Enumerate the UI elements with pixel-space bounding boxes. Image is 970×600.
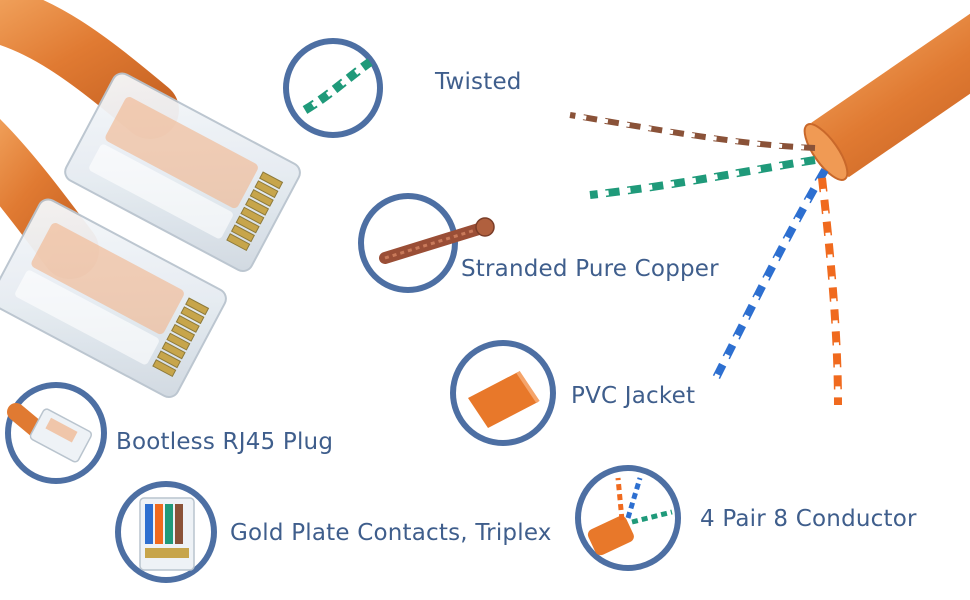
gold-contacts-icon xyxy=(139,497,195,571)
label-bootless-plug: Bootless RJ45 Plug xyxy=(116,429,334,455)
upper-rj45-plug xyxy=(64,72,301,273)
brown-pair xyxy=(569,112,816,151)
callout-rj45 xyxy=(5,382,107,484)
label-four-pair: 4 Pair 8 Conductor xyxy=(700,506,917,532)
pvc-jacket-icon xyxy=(468,370,540,428)
blue-pair xyxy=(711,167,829,382)
copper-strands-icon xyxy=(379,217,495,264)
cable-jacket xyxy=(811,13,970,178)
callout-four-pair xyxy=(575,465,681,571)
lower-rj45-plug xyxy=(0,198,227,399)
four-pair-cable-icon xyxy=(587,477,673,556)
patch-cables xyxy=(0,0,301,399)
callout-twisted xyxy=(283,38,383,138)
green-pair xyxy=(589,156,816,199)
label-stranded-copper: Stranded Pure Copper xyxy=(461,256,719,282)
callout-contacts xyxy=(115,481,217,583)
stripped-cable xyxy=(569,13,970,406)
callout-copper xyxy=(358,193,495,293)
label-pvc-jacket: PVC Jacket xyxy=(571,383,696,409)
label-twisted: Twisted xyxy=(435,69,522,95)
callout-pvc xyxy=(450,340,556,446)
rj45-plug-icon xyxy=(7,403,93,463)
label-gold-contacts: Gold Plate Contacts, Triplex xyxy=(230,520,552,546)
orange-pair xyxy=(818,177,842,406)
twisted-pair-icon xyxy=(302,58,373,114)
